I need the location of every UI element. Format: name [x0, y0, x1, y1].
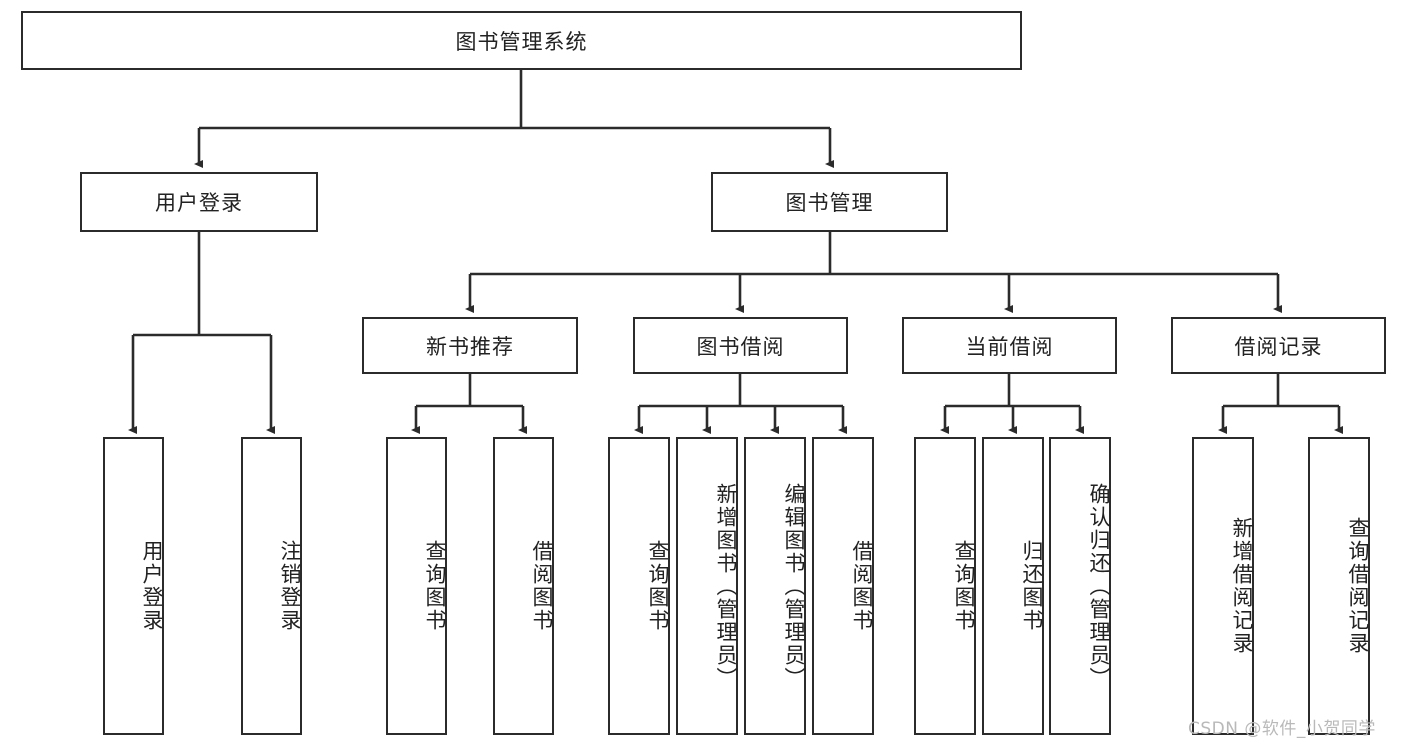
node-label: 查询图书: [646, 540, 670, 632]
node-label: 新增借阅记录: [1230, 517, 1254, 655]
leaf-borrow-query-book[interactable]: 查询图书: [608, 437, 670, 735]
leaf-user-login[interactable]: 用户登录: [103, 437, 164, 735]
leaf-current-return-book[interactable]: 归还图书: [982, 437, 1044, 735]
leaf-borrow-borrow-book[interactable]: 借阅图书: [812, 437, 874, 735]
node-label: 借阅图书: [530, 540, 554, 632]
node-label: 新书推荐: [426, 334, 514, 359]
node-label: 用户登录: [155, 191, 243, 215]
leaf-borrow-add-book-admin[interactable]: 新增图书（管理员）: [676, 437, 738, 735]
leaf-record-query-borrow-record[interactable]: 查询借阅记录: [1308, 437, 1370, 735]
node-label: 图书管理: [785, 191, 874, 215]
leaf-recommend-query-book[interactable]: 查询图书: [386, 437, 447, 735]
leaf-current-confirm-return-admin[interactable]: 确认归还（管理员）: [1049, 437, 1111, 735]
node-book-borrowing[interactable]: 图书借阅: [633, 317, 848, 374]
node-label: 确认归还（管理员）: [1087, 482, 1111, 690]
node-label: 当前借阅: [965, 334, 1054, 359]
node-label: 查询图书: [423, 540, 447, 632]
leaf-borrow-edit-book-admin[interactable]: 编辑图书（管理员）: [744, 437, 806, 735]
node-user-login[interactable]: 用户登录: [80, 172, 318, 232]
node-label: 借阅记录: [1234, 334, 1323, 359]
node-label: 图书管理系统: [455, 29, 588, 54]
leaf-recommend-borrow-book[interactable]: 借阅图书: [493, 437, 554, 735]
node-label: 用户登录: [140, 540, 164, 632]
node-root-book-management-system[interactable]: 图书管理系统: [21, 11, 1022, 70]
node-label: 借阅图书: [850, 540, 874, 632]
node-label: 注销登录: [278, 540, 302, 632]
leaf-record-add-borrow-record[interactable]: 新增借阅记录: [1192, 437, 1254, 735]
node-book-management[interactable]: 图书管理: [711, 172, 948, 232]
leaf-logout[interactable]: 注销登录: [241, 437, 302, 735]
csdn-watermark: CSDN @软件_小贺同学: [1188, 719, 1376, 739]
node-label: 图书借阅: [696, 334, 785, 359]
node-borrow-records[interactable]: 借阅记录: [1171, 317, 1386, 374]
node-current-borrowing[interactable]: 当前借阅: [902, 317, 1117, 374]
leaf-current-query-book[interactable]: 查询图书: [914, 437, 976, 735]
node-label: 查询图书: [952, 540, 976, 632]
node-label: 查询借阅记录: [1346, 517, 1370, 655]
node-new-book-recommendation[interactable]: 新书推荐: [362, 317, 578, 374]
node-label: 编辑图书（管理员）: [782, 482, 806, 690]
node-label: 归还图书: [1020, 540, 1044, 632]
node-label: 新增图书（管理员）: [714, 482, 738, 690]
